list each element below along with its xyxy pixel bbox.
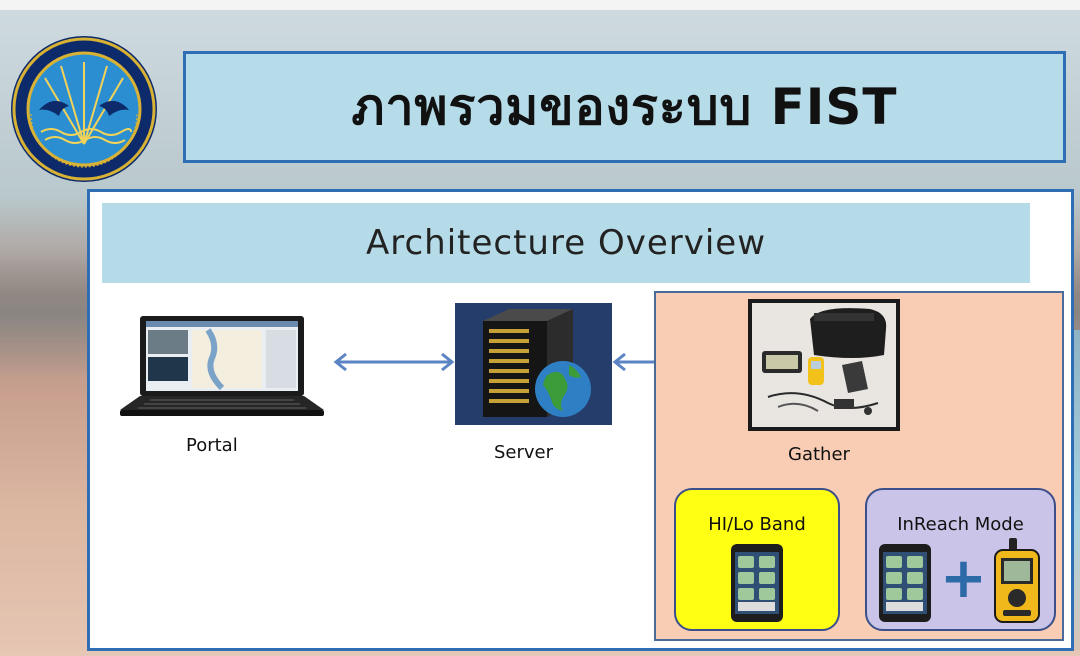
architecture-title: Architecture Overview bbox=[365, 223, 767, 263]
smartphone-icon bbox=[731, 544, 783, 622]
title-box: ภาพรวมของระบบ FIST bbox=[183, 51, 1066, 163]
inreach-mode-box: InReach Mode + bbox=[865, 488, 1056, 631]
inreach-mode-label: InReach Mode bbox=[897, 514, 1024, 535]
portal-server-arrow bbox=[333, 352, 455, 372]
server-label: Server bbox=[494, 442, 554, 463]
laptop-icon bbox=[120, 316, 324, 416]
page-title: ภาพรวมของระบบ FIST bbox=[351, 77, 898, 136]
smartphone-icon bbox=[879, 544, 931, 622]
hilo-band-box: HI/Lo Band bbox=[674, 488, 840, 631]
plus-sign: + bbox=[940, 546, 987, 611]
portal-label: Portal bbox=[186, 435, 238, 456]
server-icon bbox=[455, 303, 612, 425]
gather-label: Gather bbox=[788, 444, 850, 465]
gather-panel: Gather HI/Lo Band InReach Mode bbox=[654, 291, 1064, 641]
hilo-band-label: HI/Lo Band bbox=[708, 514, 806, 535]
satellite-communicator-icon bbox=[994, 538, 1040, 623]
top-bar bbox=[0, 0, 1080, 10]
architecture-banner: Architecture Overview bbox=[102, 203, 1030, 283]
gather-equipment-photo bbox=[748, 299, 900, 431]
seal-logo bbox=[11, 36, 157, 182]
architecture-slide: Architecture Overview Portal bbox=[87, 189, 1074, 651]
